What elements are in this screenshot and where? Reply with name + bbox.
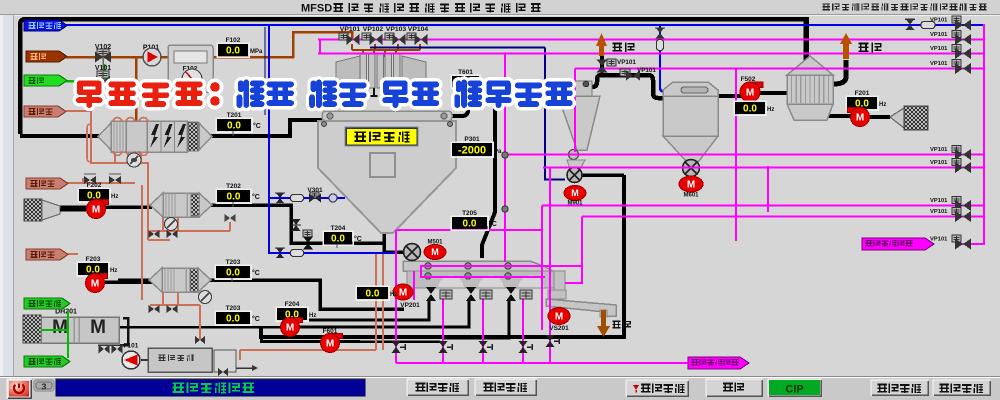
svg-text:MFSD: MFSD — [301, 3, 332, 15]
svg-text:M: M — [856, 113, 864, 124]
svg-text:F203: F203 — [86, 256, 101, 263]
svg-text:F102: F102 — [226, 37, 241, 44]
svg-text:VP101: VP101 — [930, 237, 948, 243]
svg-text:0.0: 0.0 — [227, 192, 241, 203]
svg-text:VP102: VP102 — [363, 26, 384, 33]
svg-text:VP101: VP101 — [930, 18, 948, 24]
svg-text:VP101: VP101 — [340, 26, 361, 33]
svg-text:M: M — [92, 205, 100, 216]
svg-text:M: M — [746, 88, 754, 99]
svg-text:0.0: 0.0 — [463, 219, 477, 230]
svg-text:VP101: VP101 — [930, 46, 948, 52]
svg-text:F502: F502 — [741, 76, 756, 83]
svg-text:0.0: 0.0 — [285, 310, 299, 321]
svg-text:M: M — [90, 317, 106, 338]
svg-text:VS201: VS201 — [549, 325, 569, 332]
svg-text:M: M — [326, 339, 334, 350]
svg-text:F204: F204 — [285, 301, 300, 308]
svg-text:M: M — [571, 188, 579, 198]
svg-text:T202: T202 — [226, 183, 241, 190]
svg-text:0.0: 0.0 — [226, 268, 240, 279]
svg-text:M501: M501 — [427, 240, 443, 246]
svg-text:0.0: 0.0 — [743, 104, 757, 115]
svg-text:F101: F101 — [124, 343, 139, 350]
svg-text:M: M — [286, 323, 294, 334]
svg-text:3: 3 — [42, 382, 47, 392]
svg-text:M: M — [399, 288, 407, 299]
svg-text:VP101: VP101 — [930, 160, 948, 166]
svg-text:Pa: Pa — [494, 149, 502, 155]
svg-text:T201: T201 — [227, 112, 242, 119]
svg-text:Hz: Hz — [110, 268, 117, 274]
svg-text:°C: °C — [252, 315, 260, 323]
svg-text:F601: F601 — [323, 328, 338, 335]
svg-text:V102: V102 — [95, 44, 111, 51]
svg-text:VP101: VP101 — [930, 209, 948, 215]
svg-text:M: M — [91, 279, 99, 290]
svg-text:0.0: 0.0 — [226, 46, 240, 57]
svg-text:T205: T205 — [462, 210, 477, 217]
svg-text:MPa: MPa — [250, 49, 263, 55]
svg-text:VP101: VP101 — [617, 59, 636, 66]
svg-text:T601: T601 — [458, 69, 473, 76]
svg-text:Hz: Hz — [767, 107, 774, 113]
svg-text:M901: M901 — [567, 201, 583, 207]
svg-text:T204: T204 — [331, 225, 346, 232]
svg-text:°C: °C — [252, 269, 260, 277]
svg-text:0.0: 0.0 — [87, 191, 101, 202]
svg-text:M: M — [52, 317, 68, 338]
svg-text:VP101: VP101 — [930, 32, 948, 38]
svg-text:VP101: VP101 — [930, 198, 948, 204]
svg-text:Hz: Hz — [879, 102, 886, 108]
svg-text:DH201: DH201 — [55, 309, 77, 316]
svg-text:Hz: Hz — [111, 194, 118, 200]
svg-text:-2000: -2000 — [458, 145, 486, 157]
svg-text:V101: V101 — [95, 65, 111, 72]
svg-text:VP101: VP101 — [637, 67, 656, 74]
svg-text:M: M — [687, 180, 695, 191]
svg-text:T203: T203 — [226, 259, 241, 266]
svg-text:0.0: 0.0 — [331, 234, 345, 245]
svg-text:°C: °C — [354, 235, 362, 243]
svg-text:°C: °C — [252, 193, 260, 201]
svg-text:°C: °C — [253, 122, 261, 130]
svg-text:Hz: Hz — [390, 292, 397, 298]
svg-text:VP103: VP103 — [386, 26, 407, 33]
svg-text:M: M — [431, 247, 439, 257]
svg-text:VP104: VP104 — [408, 26, 429, 33]
svg-text:M: M — [555, 312, 563, 323]
svg-text:VP101: VP101 — [930, 147, 948, 153]
svg-text:0.0: 0.0 — [86, 265, 100, 276]
svg-text:VP101: VP101 — [930, 61, 948, 67]
svg-text:0.0: 0.0 — [855, 99, 869, 110]
svg-text:0.0: 0.0 — [226, 314, 240, 325]
svg-text:M601: M601 — [683, 193, 699, 199]
svg-text:Hz: Hz — [309, 313, 316, 319]
svg-text:VP201: VP201 — [400, 302, 420, 309]
svg-text:0.0: 0.0 — [366, 289, 380, 300]
svg-text:F202: F202 — [87, 182, 102, 189]
svg-text:V301: V301 — [307, 187, 323, 194]
svg-text:CIP: CIP — [785, 384, 803, 396]
svg-text:P301: P301 — [464, 136, 480, 143]
svg-text:°C: °C — [489, 220, 497, 228]
svg-text:T203: T203 — [226, 305, 241, 312]
svg-text:0.0: 0.0 — [227, 121, 241, 132]
svg-text:F201: F201 — [855, 90, 870, 97]
